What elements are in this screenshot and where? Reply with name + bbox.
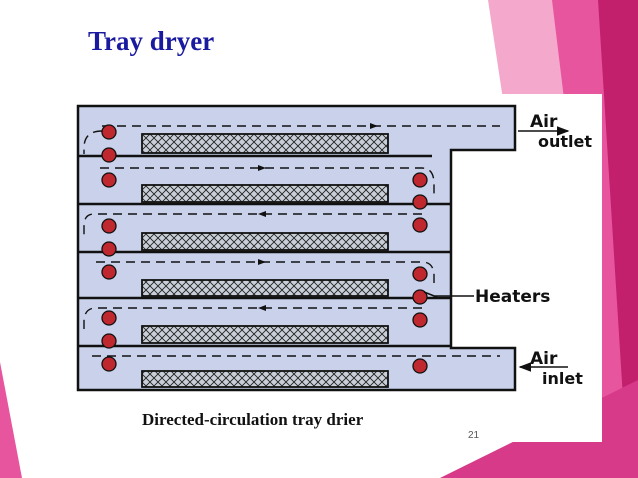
heater: [412, 358, 428, 374]
slide-title: Tray dryer: [88, 26, 215, 56]
heater: [412, 289, 428, 305]
air-outlet-label-line1: Air: [530, 112, 558, 132]
heaters-leader: [423, 291, 474, 298]
heaters-label: Heaters: [475, 287, 550, 307]
tray-dryer-diagram: Air outlet Heaters Air inlet: [76, 104, 592, 392]
heater: [101, 172, 117, 188]
tray: [141, 279, 389, 297]
heater: [412, 312, 428, 328]
heater: [101, 264, 117, 280]
heater: [101, 147, 117, 163]
diagram-panel: Air outlet Heaters Air inlet Directed-ci…: [62, 94, 602, 442]
heater: [101, 241, 117, 257]
heater: [412, 217, 428, 233]
tray: [141, 370, 389, 388]
heater: [412, 266, 428, 282]
tray: [141, 133, 389, 154]
heater: [101, 310, 117, 326]
air-inlet-label-line1: Air: [530, 349, 558, 369]
air-outlet-label-line2: outlet: [538, 132, 592, 151]
flow-arrowhead: [258, 259, 266, 265]
heater: [412, 194, 428, 210]
heater: [101, 124, 117, 140]
heater: [101, 333, 117, 349]
deco-bottom-left-wedge: [0, 362, 22, 478]
flow-arrowhead: [258, 211, 266, 217]
heaters-group: [101, 124, 428, 374]
tray: [141, 232, 389, 251]
diagram-caption: Directed-circulation tray drier: [142, 410, 364, 429]
flow-arrowhead: [258, 165, 266, 171]
flow-arrowhead: [370, 123, 378, 129]
air-inlet-label-line2: inlet: [542, 369, 583, 388]
heater: [101, 218, 117, 234]
page-number: 21: [468, 430, 480, 441]
airflow-path: [83, 125, 500, 357]
tray: [141, 325, 389, 344]
heater: [412, 172, 428, 188]
airflow-arrows: [258, 123, 378, 311]
tray: [141, 184, 389, 203]
heater: [101, 356, 117, 372]
flow-arrowhead: [258, 305, 266, 311]
deco-magenta-band: [598, 0, 638, 478]
